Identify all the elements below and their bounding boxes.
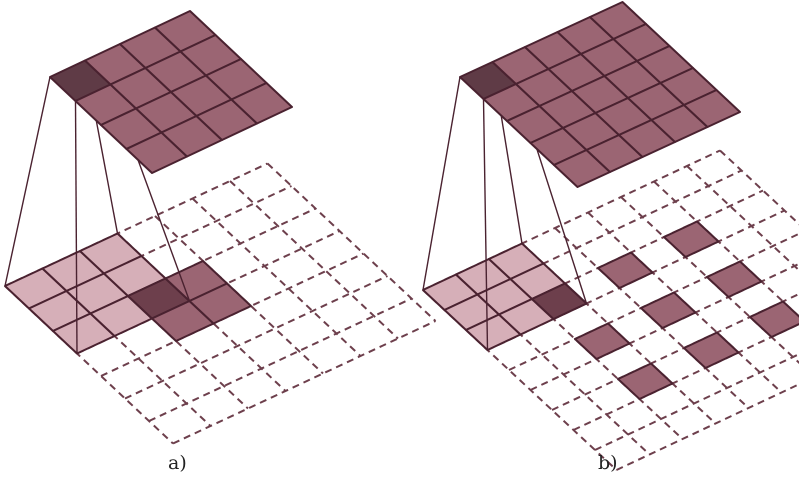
input-grid-line: [686, 165, 799, 272]
input-grid-line: [719, 149, 799, 226]
projection-line: [482, 98, 489, 351]
input-cell: [640, 291, 697, 329]
input-grid-line: [172, 320, 436, 445]
output-cell: [683, 89, 741, 128]
caption-b: b): [598, 452, 618, 474]
projection-line: [74, 100, 78, 354]
input-cell: [706, 260, 763, 298]
input-grid-line: [266, 162, 437, 322]
projection-line: [4, 76, 51, 287]
input-grid-line: [573, 322, 799, 431]
kernel-window: [4, 232, 191, 355]
input-dilated-cells: [531, 220, 799, 400]
input-grid-line: [229, 180, 399, 340]
input-grid-line: [616, 383, 799, 471]
caption-a: a): [168, 452, 187, 474]
input-grid-line: [154, 215, 324, 375]
input-grid-line: [148, 297, 412, 422]
input-cell: [749, 300, 799, 338]
input-grid-line: [594, 353, 799, 451]
input-cell: [617, 362, 674, 400]
input-grid-line: [124, 275, 388, 400]
panel-b-diagram: [422, 1, 799, 471]
input-cell: [597, 251, 654, 289]
output-grid: [49, 10, 293, 174]
projection-line: [422, 76, 461, 291]
input-cell: [188, 282, 252, 325]
output-grid: [459, 1, 741, 188]
panel-a-diagram: [4, 10, 437, 445]
input-grid-line: [551, 292, 799, 411]
input-grid-line: [530, 262, 799, 391]
input-grid-line: [191, 197, 362, 357]
output-cell: [230, 82, 293, 125]
input-grid-line: [455, 273, 651, 456]
input-grid-line: [508, 232, 799, 371]
input-cell: [574, 322, 631, 360]
input-cell: [683, 331, 740, 369]
input-cell: [663, 220, 720, 258]
input-grid-line: [422, 289, 618, 471]
